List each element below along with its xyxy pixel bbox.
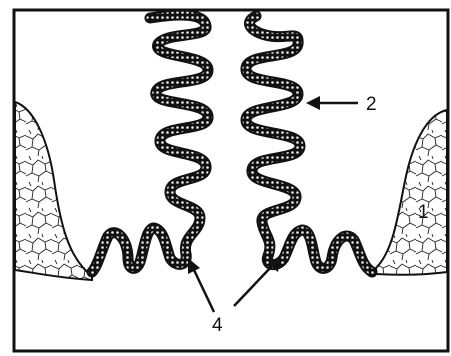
left-folded-membrane [92,15,208,272]
right-tissue-mass [376,110,447,275]
arrow-label-2 [306,96,358,110]
label-2: 2 [366,94,377,115]
label-1: 1 [418,202,429,223]
right-folded-membrane [246,16,372,272]
label-4: 4 [212,315,223,336]
figure-frame [14,10,448,351]
left-tissue-mass [15,102,92,280]
